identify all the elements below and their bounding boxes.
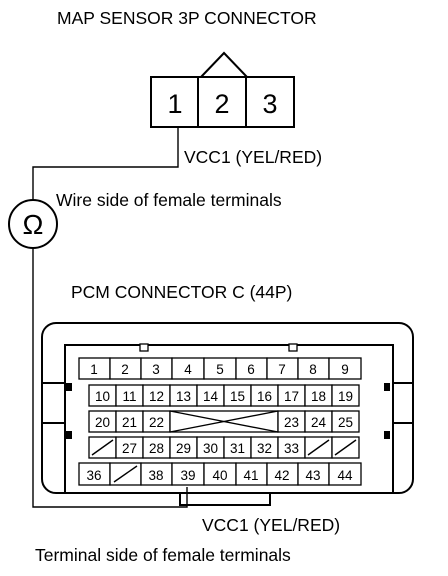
map-pin-3: 3 xyxy=(262,89,277,119)
pcm-pin-16: 16 xyxy=(257,389,272,404)
pcm-pin-14: 14 xyxy=(203,389,219,404)
probe-wire-top xyxy=(32,127,179,200)
pcm-pin-grid: 1 2 3 4 5 6 7 8 9 10 11 12 1 xyxy=(78,357,362,486)
pcm-pin-3: 3 xyxy=(152,362,160,377)
terminal-side-label: Terminal side of female terminals xyxy=(35,545,291,565)
pcm-pin-38: 38 xyxy=(148,468,163,483)
pcm-connector xyxy=(41,322,414,506)
probe-wire-bottom xyxy=(32,248,188,508)
pcm-pin-4: 4 xyxy=(184,362,192,377)
pcm-row-1: 1 2 3 4 5 6 7 8 9 xyxy=(78,357,362,380)
pcm-row-4: 27 28 29 30 31 32 33 xyxy=(88,436,360,459)
pcm-row-5: 36 38 39 40 41 42 43 44 xyxy=(78,462,362,486)
pcm-pin-28: 28 xyxy=(149,441,164,456)
pcm-pin-5: 5 xyxy=(216,362,224,377)
pcm-pin-19: 19 xyxy=(338,389,353,404)
pcm-pin-7: 7 xyxy=(278,362,286,377)
unused-cavity xyxy=(169,410,279,433)
pcm-pin-6: 6 xyxy=(247,362,255,377)
vcc1-top-label: VCC1 (YEL/RED) xyxy=(184,147,322,167)
empty-cavity xyxy=(113,465,138,483)
pcm-pin-33: 33 xyxy=(284,441,299,456)
pcm-pin-32: 32 xyxy=(257,441,272,456)
pcm-pin-18: 18 xyxy=(311,389,326,404)
pcm-pin-44: 44 xyxy=(337,468,353,483)
pcm-pin-31: 31 xyxy=(230,441,245,456)
svg-text:Ω: Ω xyxy=(23,209,44,240)
pcm-pin-20: 20 xyxy=(95,415,110,430)
vcc1-bottom-label: VCC1 (YEL/RED) xyxy=(202,515,340,535)
pcm-pin-25: 25 xyxy=(338,415,353,430)
pcm-pin-15: 15 xyxy=(230,389,245,404)
pcm-pin-23: 23 xyxy=(284,415,299,430)
pcm-pin-13: 13 xyxy=(176,389,191,404)
pcm-pin-2: 2 xyxy=(121,362,129,377)
pcm-pin-29: 29 xyxy=(176,441,191,456)
pcm-row-3: 20 21 22 23 24 25 xyxy=(88,410,360,433)
pcm-pin-11: 11 xyxy=(122,389,136,404)
wire-side-label: Wire side of female terminals xyxy=(56,190,282,210)
pcm-pin-43: 43 xyxy=(305,468,320,483)
pcm-pin-10: 10 xyxy=(95,389,110,404)
pcm-pin-41: 41 xyxy=(243,468,258,483)
pcm-pin-17: 17 xyxy=(284,389,299,404)
empty-cavity xyxy=(307,439,330,456)
pcm-pin-40: 40 xyxy=(212,468,227,483)
pcm-pin-42: 42 xyxy=(274,468,289,483)
pcm-connector-title: PCM CONNECTOR C (44P) xyxy=(71,282,292,302)
pcm-pin-36: 36 xyxy=(86,468,101,483)
map-connector-title: MAP SENSOR 3P CONNECTOR xyxy=(57,8,317,28)
empty-cavity xyxy=(91,439,114,456)
empty-cavity xyxy=(334,439,357,456)
ohmmeter-symbol: Ω xyxy=(8,199,58,249)
pcm-pin-8: 8 xyxy=(309,362,317,377)
map-pin-1: 1 xyxy=(167,89,182,119)
pcm-row-2: 10 11 12 13 14 15 16 17 18 19 xyxy=(88,384,360,407)
pcm-pin-21: 21 xyxy=(122,415,137,430)
pcm-pin-27: 27 xyxy=(122,441,137,456)
pcm-pin-39: 39 xyxy=(180,468,195,483)
pcm-pin-1: 1 xyxy=(90,362,98,377)
pcm-pin-24: 24 xyxy=(311,415,327,430)
pcm-pin-22: 22 xyxy=(149,415,164,430)
pcm-pin-12: 12 xyxy=(149,389,164,404)
map-sensor-connector: 1 2 3 xyxy=(150,51,295,128)
pcm-pin-9: 9 xyxy=(341,362,349,377)
pcm-pin-30: 30 xyxy=(203,441,218,456)
map-pin-2: 2 xyxy=(214,89,229,119)
